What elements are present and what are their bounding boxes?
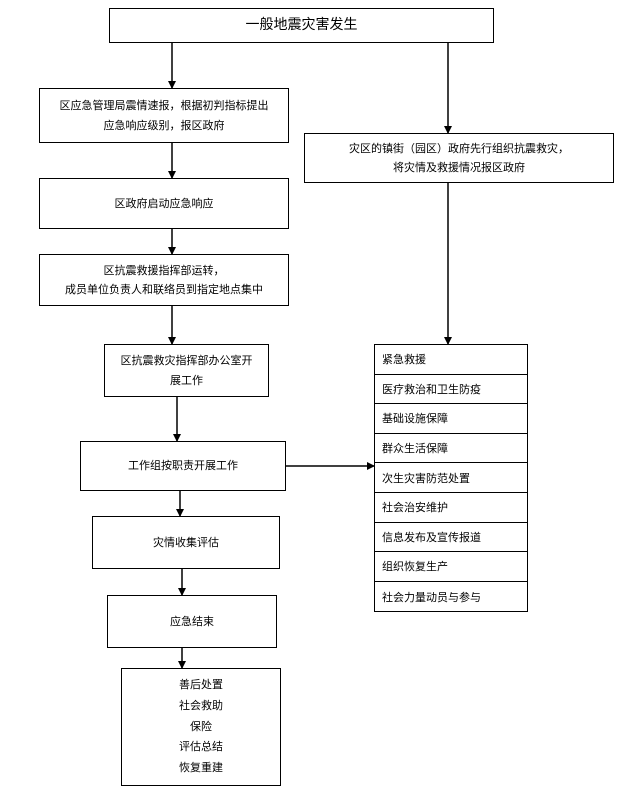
task-list: 紧急救援 医疗救治和卫生防疫 基础设施保障 群众生活保障 次生灾害防范处置 社会… (374, 344, 528, 612)
step-box-office-work: 区抗震救灾指挥部办公室开 展工作 (104, 344, 269, 397)
step3-line1: 区抗震救援指挥部运转， (103, 263, 225, 277)
task-item: 信息发布及宣传报道 (375, 523, 527, 553)
title-box: 一般地震灾害发生 (109, 8, 494, 43)
title-text: 一般地震灾害发生 (245, 17, 358, 34)
task-item: 基础设施保障 (375, 404, 527, 434)
step2-line1: 区政府启动应急响应 (114, 196, 214, 210)
right-line1: 灾区的镇街（园区）政府先行组织抗震救灾， (349, 141, 569, 155)
task-item: 次生灾害防范处置 (375, 463, 527, 493)
task-item: 紧急救援 (375, 345, 527, 375)
step-box-launch-response: 区政府启动应急响应 (39, 178, 289, 229)
step1-line1: 区应急管理局震情速报，根据初判指标提出 (59, 99, 269, 113)
final-box-aftermath: 善后处置 社会救助 保险 评估总结 恢复重建 (121, 668, 281, 786)
final-line-aftermath: 善后处置 (179, 677, 223, 691)
step4-line2: 展工作 (170, 373, 203, 387)
task-item: 社会力量动员与参与 (382, 590, 481, 604)
step4-line1: 区抗震救灾指挥部办公室开 (120, 354, 253, 368)
step5-line1: 工作组按职责开展工作 (128, 459, 238, 473)
task-item: 医疗救治和卫生防疫 (375, 375, 527, 405)
step6-line1: 灾情收集评估 (153, 535, 219, 549)
final-line-social-assistance: 社会救助 (179, 698, 223, 712)
final-line-reconstruction: 恢复重建 (179, 761, 223, 775)
step7-line1: 应急结束 (170, 614, 214, 628)
step1-line2: 应急响应级别，报区政府 (103, 118, 225, 132)
step-box-speed-report: 区应急管理局震情速报，根据初判指标提出 应急响应级别，报区政府 (39, 88, 289, 143)
step3-line2: 成员单位负责人和联络员到指定地点集中 (65, 283, 263, 296)
final-line-insurance: 保险 (190, 719, 212, 733)
step-box-disaster-assessment: 灾情收集评估 (92, 516, 280, 569)
task-item: 组织恢复生产 (375, 552, 527, 582)
task-item: 社会治安维护 (375, 493, 527, 523)
right-box-town-response: 灾区的镇街（园区）政府先行组织抗震救灾， 将灾情及救援情况报区政府 (304, 133, 614, 183)
final-line-evaluation: 评估总结 (179, 740, 223, 754)
step-box-hq-operation: 区抗震救援指挥部运转， 成员单位负责人和联络员到指定地点集中 (39, 254, 289, 306)
right-line2: 将灾情及救援情况报区政府 (393, 161, 525, 174)
step-box-workgroups: 工作组按职责开展工作 (80, 441, 286, 491)
task-item: 群众生活保障 (375, 434, 527, 464)
step-box-emergency-end: 应急结束 (107, 595, 277, 648)
